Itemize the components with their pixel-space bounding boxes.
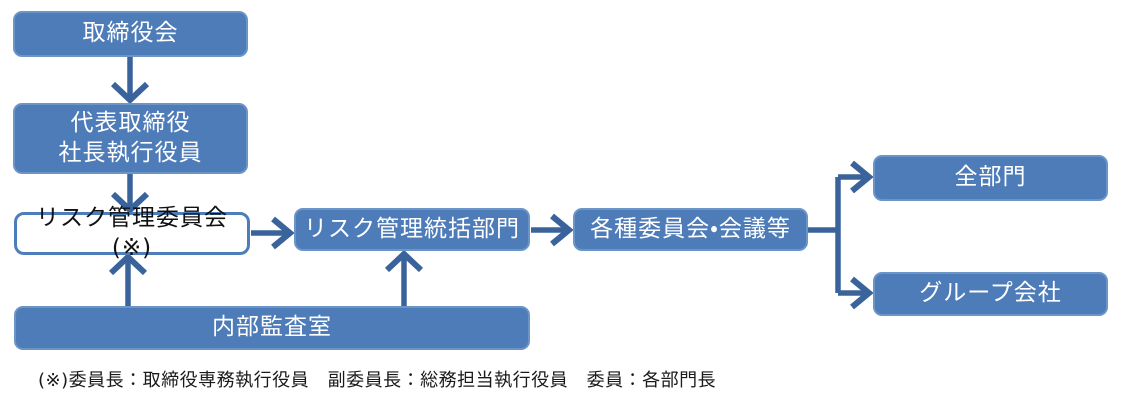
- node-president-executive-officer: 代表取締役 社長執行役員: [13, 103, 248, 174]
- node-risk-management-committee: リスク管理委員会(※): [14, 205, 250, 261]
- footnote: (※)委員長：取締役専務執行役員 副委員長：総務担当執行役員 委員：各部門長: [38, 370, 717, 391]
- node-board-of-directors: 取締役会: [13, 11, 248, 57]
- node-committees-meetings: 各種委員会・会議等: [573, 208, 808, 251]
- node-president-label-line2: 社長執行役員: [58, 139, 203, 166]
- node-internal-audit-office-label: 内部監査室: [212, 314, 332, 341]
- node-risk-management-dept: リスク管理統括部門: [294, 208, 530, 251]
- node-all-departments: 全部門: [873, 155, 1108, 201]
- node-risk-management-committee-label: リスク管理委員会(※): [36, 204, 228, 261]
- node-risk-management-dept-label: リスク管理統括部門: [304, 215, 520, 242]
- node-board-of-directors-label: 取締役会: [82, 20, 179, 47]
- arrow-board-to-president: [110, 57, 150, 105]
- node-group-companies: グループ会社: [873, 272, 1108, 316]
- arrow-internal-audit-to-risk-dept: [384, 249, 424, 306]
- arrow-risk-dept-to-committees: [531, 213, 574, 247]
- node-all-departments-label: 全部門: [954, 164, 1027, 191]
- node-president-label-line1: 代表取締役: [70, 109, 191, 136]
- arrow-risk-committee-to-risk-dept: [251, 216, 295, 250]
- node-committees-meetings-label: 各種委員会・会議等: [590, 215, 791, 242]
- node-internal-audit-office: 内部監査室: [14, 306, 530, 350]
- arrow-internal-audit-to-risk-committee: [108, 252, 148, 306]
- branch-committees-to-targets: [808, 160, 874, 310]
- node-group-companies-label: グループ会社: [919, 280, 1062, 307]
